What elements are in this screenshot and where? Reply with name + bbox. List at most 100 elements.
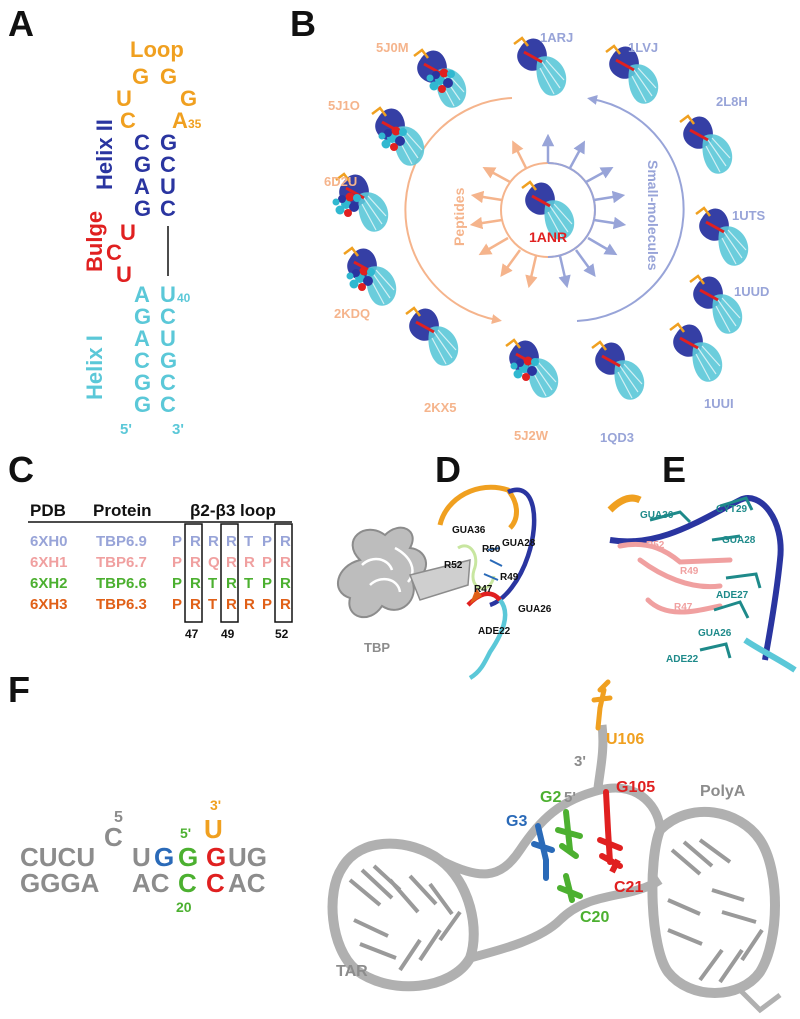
table-cell-pdb: 6XH2 — [30, 575, 68, 592]
table-cell-residue: P — [172, 533, 182, 550]
table-cell-residue: R — [280, 596, 291, 613]
table-cell-pdb: 6XH0 — [30, 533, 68, 550]
bulge-nt: U — [116, 262, 132, 287]
seq-five-prime: 5' — [180, 825, 191, 841]
label-polya: PolyA — [700, 783, 746, 800]
d-label-r52: R52 — [444, 560, 463, 571]
seq-bot-ac: AC — [132, 868, 170, 898]
e-label-r52: R52 — [646, 540, 665, 551]
e-label-ade22: ADE22 — [666, 654, 699, 665]
table-cell-residue: P — [262, 596, 272, 613]
e-base-sticks — [649, 496, 762, 659]
table-cell-protein: TBP6.6 — [96, 575, 147, 592]
table-cell-residue: R — [226, 596, 237, 613]
table-cell-residue: R — [190, 575, 201, 592]
table-cell-residue: P — [262, 575, 272, 592]
helix1-right-nt: U — [160, 326, 176, 351]
table-cell-residue: R — [190, 554, 201, 571]
helix1-backbone — [468, 598, 508, 680]
structure-1qd3 — [590, 340, 646, 402]
helix1-right-nt: C — [160, 392, 176, 417]
seq-top-u: U — [132, 842, 151, 872]
loop-nt: C — [120, 108, 136, 133]
table-cell-pdb: 6XH3 — [30, 596, 68, 613]
helix1-left-nt: C — [134, 348, 150, 373]
bulge-label: Bulge — [82, 211, 107, 272]
loop-nt: G — [132, 64, 149, 89]
panel-d-structure: TBP GUA36 R50 GUA28 R52 R49 R47 GUA26 AD… — [337, 484, 552, 680]
helix1-left-nt: G — [134, 370, 151, 395]
helix1-left-nt: A — [134, 326, 150, 351]
position-49: 49 — [221, 627, 235, 641]
pdb-label-1uud: 1UUD — [734, 284, 769, 299]
seq-top-ug: UG — [228, 842, 267, 872]
g3-nucleotide — [531, 823, 555, 881]
peptide-radial-arrows — [469, 140, 538, 289]
seq-three-prime: 3' — [210, 797, 221, 813]
helix2-left-nt: G — [134, 152, 151, 177]
table-cell-residue: R — [280, 575, 291, 592]
table-cell-residue: T — [244, 575, 253, 592]
helix1-right-nt: C — [160, 304, 176, 329]
table-cell-residue: P — [172, 596, 182, 613]
panel-label-e: E — [662, 449, 686, 490]
a35-subscript: 35 — [188, 117, 202, 131]
g105-nucleotide — [597, 789, 623, 869]
d-label-r50: R50 — [482, 544, 501, 555]
helix2-left-nt: C — [134, 130, 150, 155]
table-cell-residue: R — [190, 596, 201, 613]
bulge-nt: C — [106, 240, 122, 265]
table-cell-protein: TBP6.7 — [96, 554, 147, 571]
helix2-right-nt: C — [160, 152, 176, 177]
u106-nucleotide — [591, 679, 613, 731]
label-five-prime: 5' — [564, 789, 576, 806]
table-cell-protein: TBP6.3 — [96, 596, 147, 613]
pdb-label-1qd3: 1QD3 — [600, 430, 634, 445]
seq-bot-c-green: C — [178, 868, 197, 898]
peptides-arc — [404, 97, 513, 324]
table-cell-residue: T — [244, 533, 253, 550]
table-cell-residue: Q — [208, 554, 220, 571]
table-cell-residue: R — [226, 533, 237, 550]
pdb-label-5j2w: 5J2W — [514, 428, 549, 443]
seq-u-orange: U — [204, 814, 223, 844]
table-cell-residue: R — [244, 596, 255, 613]
label-u106: U106 — [606, 731, 644, 748]
label-g2: G2 — [540, 789, 561, 806]
label-g3: G3 — [506, 813, 527, 830]
g2-nucleotide — [555, 809, 583, 859]
table-cell-residue: R — [226, 575, 237, 592]
u40-subscript: 40 — [177, 291, 191, 305]
helix1-left-nt: G — [134, 304, 151, 329]
panel-e-structure: GUA36 CYT29 R52 GUA28 R49 ADE27 R47 GUA2… — [607, 494, 797, 673]
label-three-prime: 3' — [574, 753, 586, 770]
helix1-right-nt: G — [160, 348, 177, 373]
d-label-gua28: GUA28 — [502, 538, 536, 549]
helix1-label: Helix I — [82, 335, 107, 400]
helix2-right-nt: U — [160, 174, 176, 199]
pdb-label-1uui: 1UUI — [704, 396, 734, 411]
panel-label-b: B — [290, 3, 316, 44]
e-label-gua28: GUA28 — [722, 535, 756, 546]
pdb-label-1uts: 1UTS — [732, 208, 766, 223]
d-label-gua26: GUA26 — [518, 604, 552, 615]
three-prime-label: 3' — [172, 421, 184, 438]
table-header-protein: Protein — [93, 501, 152, 520]
loop-backbone — [437, 484, 519, 530]
pdb-label-2l8h: 2L8H — [716, 94, 748, 109]
helix2-left-nt: G — [134, 196, 151, 221]
structure-2kx5 — [404, 306, 460, 368]
d-label-r49: R49 — [500, 572, 519, 583]
table-cell-residue: T — [208, 575, 217, 592]
helix1-left-nt: G — [134, 392, 151, 417]
table-cell-protein: TBP6.9 — [96, 533, 147, 550]
seq-bot-c-red: C — [206, 868, 225, 898]
pdb-label-2kx5: 2KX5 — [424, 400, 457, 415]
helix1-left-nt: A — [134, 282, 150, 307]
structure-1uui — [668, 322, 724, 384]
center-label-1anr: 1ANR — [529, 229, 567, 245]
seq-twenty: 20 — [176, 899, 192, 915]
e-label-r47: R47 — [674, 602, 693, 613]
